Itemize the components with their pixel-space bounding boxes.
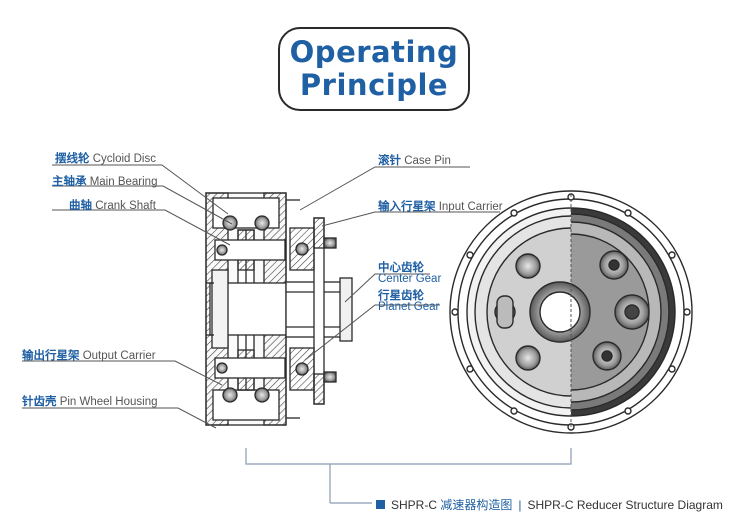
- caption-square-icon: [376, 500, 385, 509]
- title-line-2: Principle: [299, 68, 449, 102]
- caption-english: SHPR-C Reducer Structure Diagram: [527, 498, 723, 512]
- leader-lines: [22, 164, 500, 429]
- front-view: [449, 190, 693, 434]
- title-line-1: Operating: [289, 35, 459, 69]
- label-pin-wheel-housing: 针齿壳 Pin Wheel Housing: [22, 394, 158, 409]
- diagram-caption: SHPR-C 减速器构造图 | SHPR-C Reducer Structure D…: [376, 496, 723, 513]
- label-crank-shaft: 曲轴 Crank Shaft: [69, 198, 156, 213]
- label-center-gear: 中心齿轮 Center Gear: [378, 260, 442, 285]
- label-cycloid-disc: 摆线轮 Cycloid Disc: [55, 151, 156, 166]
- caption-model: SHPR-C: [391, 498, 438, 512]
- caption-separator: |: [518, 498, 522, 512]
- caption-chinese: 减速器构造图: [440, 498, 513, 512]
- label-input-carrier: 输入行星架 Input Carrier: [378, 199, 503, 214]
- label-case-pin: 滚针 Case Pin: [378, 153, 451, 168]
- label-main-bearing: 主轴承 Main Bearing: [52, 174, 158, 189]
- connector-bracket: [245, 448, 572, 504]
- title-box: Operating Principle: [278, 27, 470, 111]
- label-output-carrier: 输出行星架 Output Carrier: [22, 348, 156, 363]
- cross-section: [205, 192, 353, 426]
- label-planet-gear: 行星齿轮 Planet Gear: [378, 288, 440, 313]
